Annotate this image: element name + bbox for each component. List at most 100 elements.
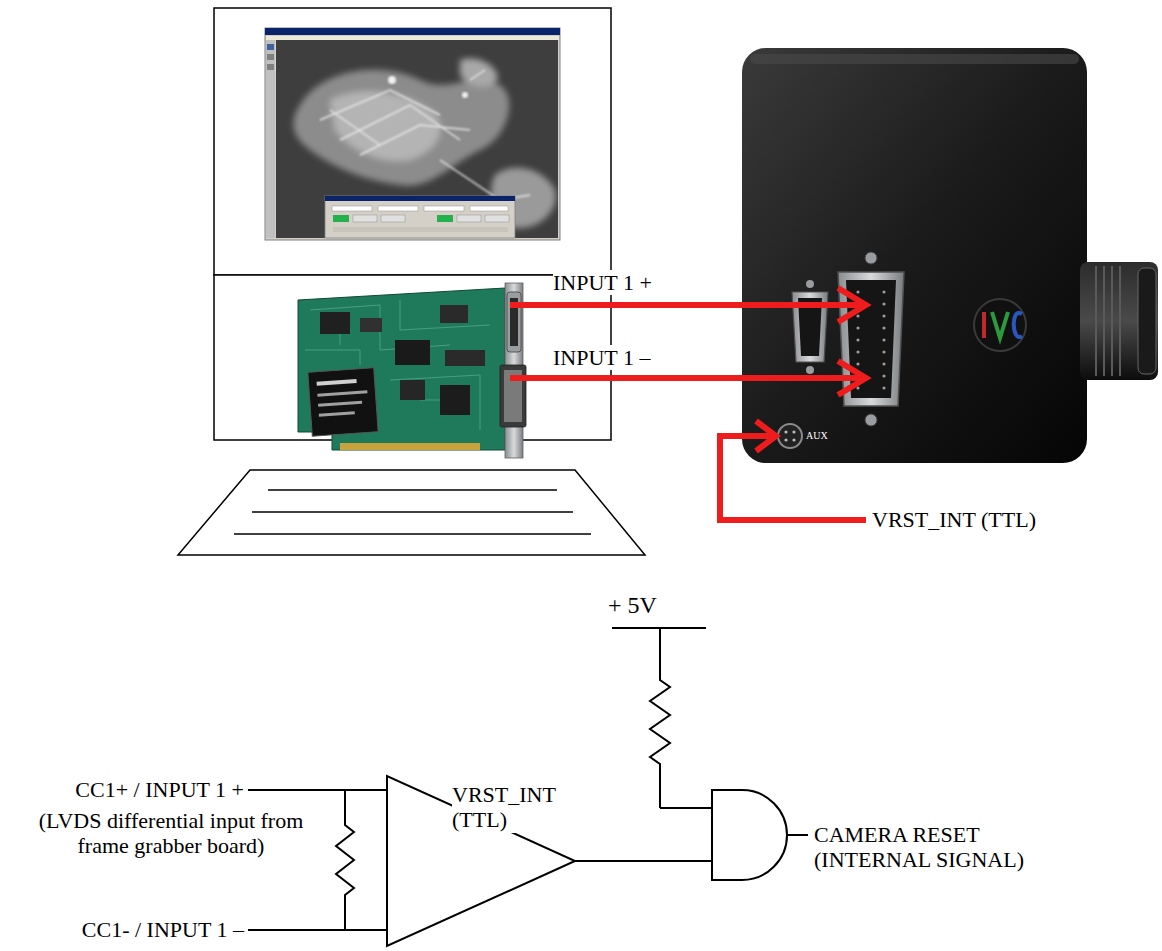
arrow-head xyxy=(838,288,866,322)
camera-lens xyxy=(1080,262,1158,380)
io-connector xyxy=(882,314,885,317)
camera-logo xyxy=(1014,313,1022,337)
signal-label: VRST_INT (TTL) xyxy=(452,782,564,833)
cell-fibres xyxy=(320,70,530,200)
io-connector xyxy=(882,362,885,365)
io-connector xyxy=(865,252,877,264)
arrow-head xyxy=(756,421,776,451)
cell-fibres xyxy=(360,125,470,155)
io-connector xyxy=(856,290,859,293)
keyboard xyxy=(178,470,645,555)
keyboard xyxy=(234,533,591,535)
dialog-window xyxy=(437,215,453,222)
screenshot xyxy=(276,40,558,238)
screenshot xyxy=(267,54,274,60)
aux-connector xyxy=(784,438,787,441)
frame-grabber-card xyxy=(308,368,378,436)
dialog-window xyxy=(325,196,515,201)
screenshot xyxy=(462,92,468,98)
input-minus-wire xyxy=(510,375,866,381)
signal-label: CC1- / INPUT 1 – xyxy=(82,917,244,942)
camera-body xyxy=(742,48,1087,463)
camera-lens xyxy=(1111,266,1113,376)
dialog-window xyxy=(381,215,405,222)
frame-grabber-card xyxy=(360,318,382,332)
receiver-symbol xyxy=(387,776,575,946)
frame-grabber-card xyxy=(445,350,485,366)
aux-connector xyxy=(792,430,795,433)
io-connector xyxy=(856,338,859,341)
frame-grabber-card xyxy=(320,312,350,334)
red-wires xyxy=(510,288,866,520)
note-label: (LVDS differential input from frame grab… xyxy=(16,808,326,859)
signal-label: INPUT 1 + xyxy=(553,270,652,295)
io-connector xyxy=(882,302,885,305)
dialog-window xyxy=(332,206,372,211)
arrow-head xyxy=(838,361,866,395)
pullup-resistor-symbol xyxy=(650,628,670,808)
frame-grabber-card xyxy=(390,375,480,430)
termination-resistor-symbol xyxy=(336,790,354,930)
screenshot xyxy=(265,28,560,35)
power-connector xyxy=(792,280,828,374)
camera-lens xyxy=(1138,268,1156,374)
frame-grabber-card xyxy=(298,283,526,458)
frame-grabber-card xyxy=(440,305,468,323)
camera-lens xyxy=(1103,266,1105,376)
dialog-window xyxy=(457,215,481,222)
dialog-window xyxy=(333,227,508,232)
io-connector xyxy=(882,350,885,353)
camera-lens xyxy=(1119,266,1121,376)
io-connector xyxy=(882,338,885,341)
frame-grabber-card xyxy=(317,379,357,386)
signal-label: CC1+ / INPUT 1 + xyxy=(75,777,244,802)
frame-grabber-card xyxy=(308,368,378,436)
aux-connector xyxy=(778,424,802,448)
io-connector xyxy=(856,326,859,329)
frame-grabber-card xyxy=(318,401,362,407)
dialog-window xyxy=(353,215,377,222)
dialog-window xyxy=(333,215,349,222)
and-gate-symbol xyxy=(712,790,787,880)
io-connector xyxy=(838,272,904,406)
dialog-window xyxy=(378,206,418,211)
schematic xyxy=(248,628,808,946)
camera-lens xyxy=(1080,262,1158,380)
frame-grabber-card xyxy=(440,385,470,415)
camera-logo xyxy=(982,312,986,338)
cell-image xyxy=(460,58,498,86)
vrst-wire xyxy=(720,436,866,520)
keyboard xyxy=(178,470,645,555)
screenshot xyxy=(265,28,560,240)
cell-fibres xyxy=(440,160,530,200)
monitor-frame xyxy=(214,8,611,275)
cell-fibres xyxy=(470,70,485,80)
camera-logo xyxy=(974,299,1026,351)
cell-fibres xyxy=(330,110,380,145)
frame-grabber-card xyxy=(400,300,490,330)
screenshot xyxy=(267,64,274,70)
signal-label: INPUT 1 – xyxy=(553,345,650,370)
keyboard xyxy=(252,511,573,513)
dialog-window xyxy=(424,206,464,211)
screenshot xyxy=(267,44,274,50)
dialog-window xyxy=(485,215,509,222)
frame-grabber-card xyxy=(395,340,430,365)
cell-image xyxy=(293,70,509,186)
wire xyxy=(787,834,808,836)
frame-grabber-card xyxy=(400,380,425,400)
frame-grabber-card xyxy=(317,390,367,396)
frame-grabber-card xyxy=(298,288,505,450)
card-bracket xyxy=(500,283,526,458)
screenshot xyxy=(266,40,275,238)
dialog-window xyxy=(325,196,515,238)
monitor xyxy=(214,8,611,275)
screenshot xyxy=(265,28,560,240)
frame-grabber-card xyxy=(340,443,480,450)
camera-lens xyxy=(1095,266,1097,376)
wire xyxy=(248,789,387,791)
card-bracket xyxy=(500,365,526,427)
io-connector xyxy=(882,374,885,377)
aux-connector xyxy=(784,430,787,433)
